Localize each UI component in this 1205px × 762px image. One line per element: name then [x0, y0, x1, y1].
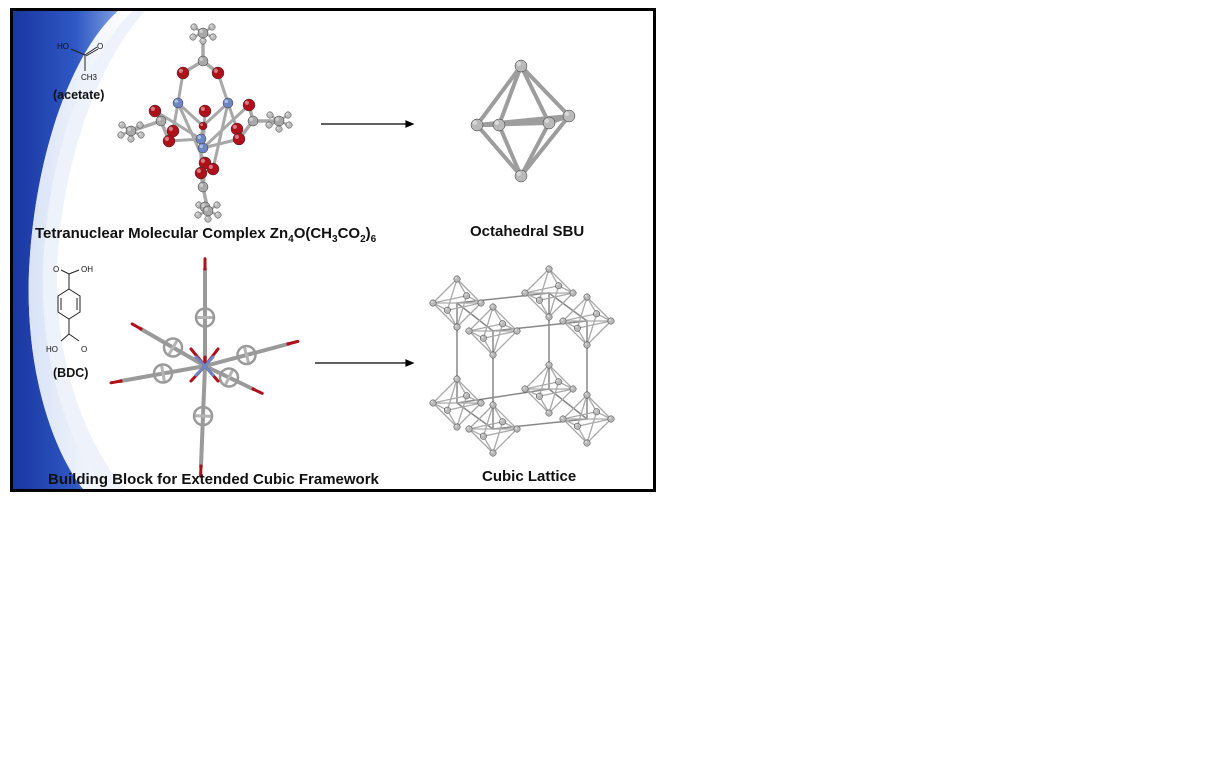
zn4o-acetate-complex-model	[117, 23, 293, 223]
octahedral-sbu-model	[470, 59, 576, 183]
blue-swoosh-decoration	[13, 11, 145, 489]
cubic-lattice-title: Cubic Lattice	[482, 468, 577, 485]
bdc-building-block-model	[109, 257, 300, 478]
bdc-bottom-o-atom: O	[81, 345, 88, 354]
complex-title: Tetranuclear Molecular Complex Zn4O(CH3C…	[35, 225, 377, 245]
octahedral-sbu-title: Octahedral SBU	[470, 223, 585, 240]
arrow-top	[321, 120, 415, 128]
bdc-structure	[57, 269, 81, 342]
acetate-o-atom: O	[97, 42, 104, 51]
acetate-ch3-atom: CH3	[81, 73, 98, 82]
building-block-title: Building Block for Extended Cubic Framew…	[48, 471, 379, 488]
acetate-label: (acetate)	[53, 88, 105, 102]
bdc-top-oh-atom: OH	[81, 265, 93, 274]
bdc-bottom-ho-atom: HO	[46, 345, 58, 354]
slide-frame: HO O CH3 (acetate) O OH HO O (BDC) Tetra…	[10, 8, 656, 492]
acetate-ho-atom: HO	[57, 42, 69, 51]
arrow-bottom	[315, 359, 415, 367]
acetate-structure	[70, 46, 99, 71]
structure-art	[57, 23, 615, 478]
bdc-top-o-atom: O	[53, 265, 60, 274]
bdc-label: (BDC)	[53, 366, 89, 380]
cubic-lattice-model	[429, 265, 615, 457]
